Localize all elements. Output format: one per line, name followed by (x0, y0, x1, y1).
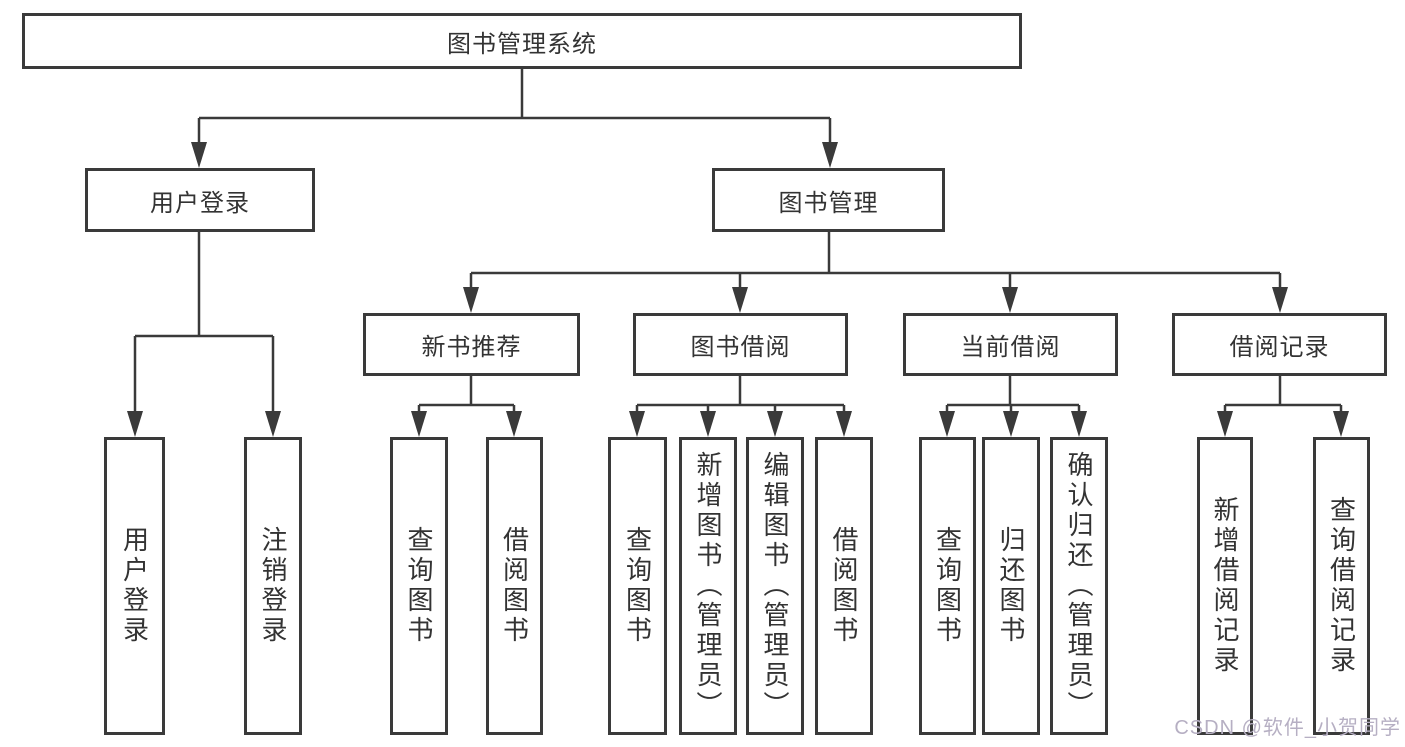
node-current-borrow: 当前借阅 (903, 313, 1118, 376)
leaf-query-borrow-record: 查询借阅记录 (1313, 437, 1370, 735)
leaf-query-books: 查询图书 (608, 437, 667, 735)
node-root: 图书管理系统 (22, 13, 1022, 69)
arrowhead-icon (1002, 287, 1018, 313)
watermark: CSDN @软件_小贺同学 (1174, 717, 1401, 739)
arrowhead-icon (1272, 287, 1288, 313)
arrowhead-icon (767, 411, 783, 437)
arrowhead-icon (939, 411, 955, 437)
leaf-add-book-admin: 新增图书（管理员） (679, 437, 737, 735)
leaf-return-books: 归还图书 (982, 437, 1040, 735)
arrowhead-icon (1003, 411, 1019, 437)
arrowhead-icon (411, 411, 427, 437)
arrowhead-icon (1071, 411, 1087, 437)
arrowhead-icon (836, 411, 852, 437)
arrowhead-icon (700, 411, 716, 437)
leaf-query-books: 查询图书 (919, 437, 976, 735)
node-borrow-records: 借阅记录 (1172, 313, 1387, 376)
arrowhead-icon (629, 411, 645, 437)
arrowhead-icon (1333, 411, 1349, 437)
node-book-mgmt: 图书管理 (712, 168, 945, 232)
leaf-borrow-books: 借阅图书 (815, 437, 873, 735)
arrowhead-icon (463, 287, 479, 313)
leaf-add-borrow-record: 新增借阅记录 (1197, 437, 1253, 735)
leaf-user-login: 用户登录 (104, 437, 165, 735)
arrowhead-icon (265, 411, 281, 437)
leaf-query-books: 查询图书 (390, 437, 448, 735)
arrowhead-icon (506, 411, 522, 437)
arrowhead-icon (127, 411, 143, 437)
leaf-borrow-books: 借阅图书 (486, 437, 543, 735)
arrowhead-icon (732, 287, 748, 313)
arrowhead-icon (822, 142, 838, 168)
leaf-logout: 注销登录 (244, 437, 302, 735)
leaf-confirm-return-admin: 确认归还（管理员） (1050, 437, 1108, 735)
leaf-edit-book-admin: 编辑图书（管理员） (746, 437, 804, 735)
node-new-books: 新书推荐 (363, 313, 580, 376)
arrowhead-icon (1217, 411, 1233, 437)
node-user-login: 用户登录 (85, 168, 315, 232)
arrowhead-icon (191, 142, 207, 168)
node-book-borrow: 图书借阅 (633, 313, 848, 376)
